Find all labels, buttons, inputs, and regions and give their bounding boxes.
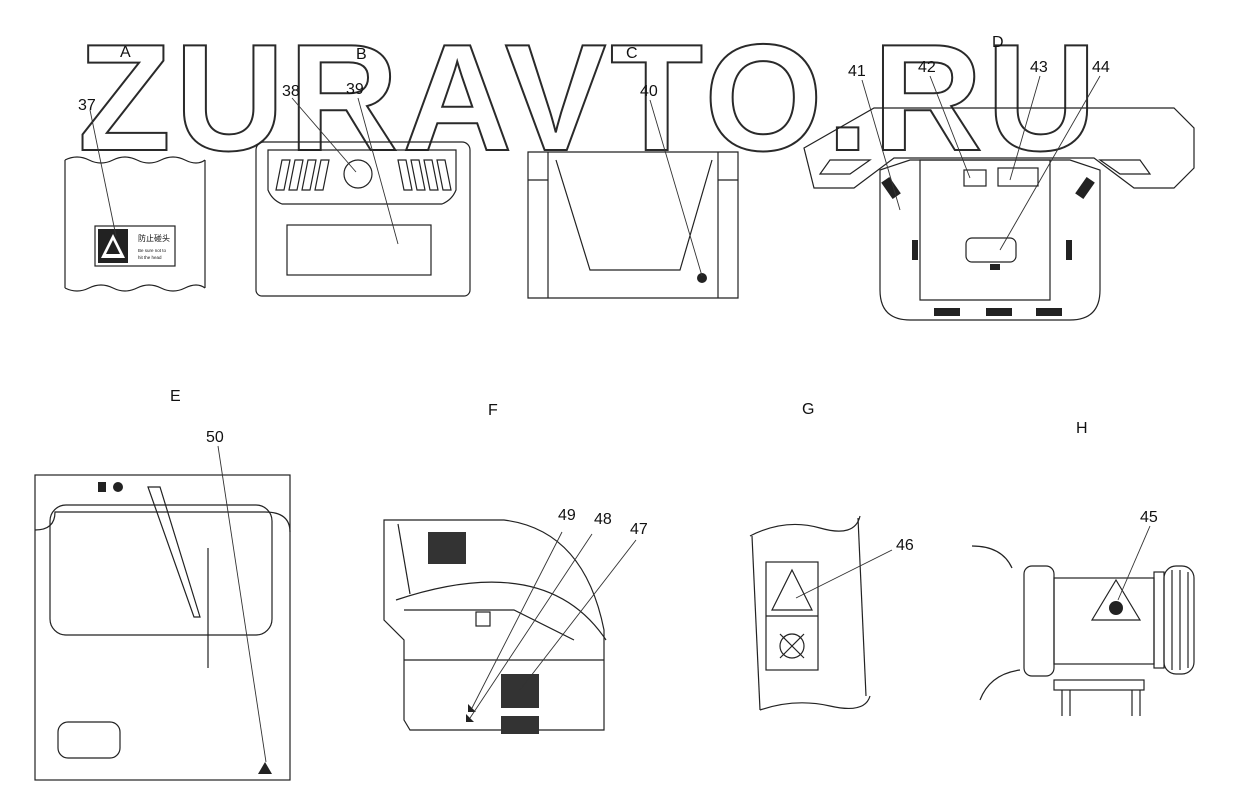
callout-40: 40 bbox=[640, 83, 658, 100]
window-glass bbox=[49, 504, 273, 636]
fan-hazard-icon bbox=[779, 633, 805, 659]
view-label-h: H bbox=[1076, 420, 1088, 437]
view-label-f: F bbox=[488, 402, 498, 419]
callout-49: 49 bbox=[558, 507, 576, 524]
leader-41 bbox=[861, 79, 901, 211]
view-label-e: E bbox=[170, 388, 181, 405]
decal-f-lower bbox=[501, 716, 539, 734]
warning-triangle-icon bbox=[771, 568, 813, 611]
leader-50 bbox=[217, 445, 267, 763]
leader-42 bbox=[929, 75, 971, 179]
vent-slots-right bbox=[397, 159, 452, 191]
leader-38 bbox=[291, 97, 357, 173]
view-b-panel bbox=[255, 97, 471, 297]
callout-42: 42 bbox=[918, 59, 936, 76]
decal-37-en2: hit the head bbox=[138, 255, 162, 260]
leader-45 bbox=[1117, 525, 1151, 601]
decal-37-en1: Be sure not to bbox=[138, 248, 167, 253]
leader-46 bbox=[795, 549, 893, 599]
view-label-d: D bbox=[992, 34, 1004, 51]
leader-47 bbox=[519, 539, 637, 691]
handle-recess bbox=[965, 237, 1017, 263]
view-a-panel: 防止碰头 Be sure not to hit the head bbox=[64, 109, 206, 292]
leader-37 bbox=[89, 109, 117, 237]
decal-42 bbox=[963, 169, 987, 187]
leader-44 bbox=[999, 75, 1101, 251]
callout-44: 44 bbox=[1092, 59, 1110, 76]
callout-39: 39 bbox=[346, 81, 364, 98]
lower-decal-area bbox=[57, 721, 121, 759]
decal-47 bbox=[501, 674, 539, 708]
view-label-g: G bbox=[802, 401, 814, 418]
small-decal-40 bbox=[697, 273, 707, 283]
decal-37-plate bbox=[94, 225, 176, 267]
watermark-text: ZURAVTO.RU bbox=[78, 13, 1100, 183]
decal-43 bbox=[997, 167, 1039, 187]
decal-f-upper bbox=[428, 532, 466, 564]
decal-44 bbox=[990, 264, 1000, 270]
callout-47: 47 bbox=[630, 521, 648, 538]
view-c-panel bbox=[527, 99, 739, 299]
view-e-door bbox=[34, 445, 291, 781]
callout-45: 45 bbox=[1140, 509, 1158, 526]
rect-decal-39 bbox=[286, 224, 432, 276]
callout-41: 41 bbox=[848, 63, 866, 80]
view-f-console bbox=[383, 519, 637, 734]
leader-40 bbox=[649, 99, 703, 277]
triangle-decal-50 bbox=[258, 762, 272, 774]
warning-icon bbox=[98, 229, 128, 263]
callout-50: 50 bbox=[206, 429, 224, 446]
leader-49 bbox=[471, 531, 563, 709]
callout-37: 37 bbox=[78, 97, 96, 114]
callout-43: 43 bbox=[1030, 59, 1048, 76]
vent-slots-left bbox=[275, 159, 330, 191]
leader-48 bbox=[469, 533, 593, 719]
leader-43 bbox=[1009, 75, 1041, 181]
view-d-assembly bbox=[803, 75, 1195, 321]
leader-39 bbox=[357, 97, 399, 245]
decal-37-cn: 防止碰头 bbox=[138, 233, 170, 243]
view-label-b: B bbox=[356, 46, 367, 63]
view-h-compressor bbox=[971, 525, 1195, 716]
view-label-c: C bbox=[626, 45, 638, 62]
view-g-panel bbox=[749, 515, 893, 711]
view-label-a: A bbox=[120, 44, 131, 61]
hazard-triangle-45 bbox=[1090, 578, 1142, 621]
callout-46: 46 bbox=[896, 537, 914, 554]
round-decal-38 bbox=[343, 159, 373, 189]
callout-38: 38 bbox=[282, 83, 300, 100]
callout-48: 48 bbox=[594, 511, 612, 528]
